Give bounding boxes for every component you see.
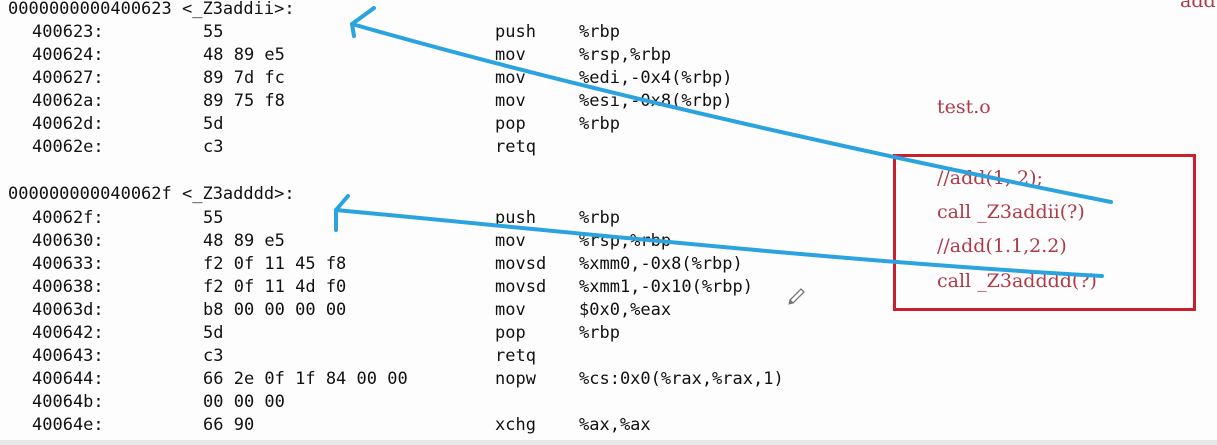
disasm-row: 40064e: 66 90 xchg %ax,%ax: [0, 414, 651, 437]
row-bytes: 89 75 f8: [203, 91, 285, 111]
row-bytes: 48 89 e5: [203, 45, 285, 65]
row-address: 40064e:: [32, 415, 104, 435]
row-mnemonic: push: [495, 22, 536, 42]
disasm-row: 40062e: c3 retq: [0, 136, 536, 159]
annotation-call-line: call _Z3adddd(?): [937, 270, 1097, 292]
row-operands: %rsp,%rbp: [579, 231, 672, 251]
disasm-row: 400624: 48 89 e5 mov %rsp,%rbp: [0, 44, 671, 67]
row-bytes: f2 0f 11 45 f8: [203, 254, 347, 274]
row-address: 400623:: [32, 22, 104, 42]
row-operands: %rbp: [579, 114, 620, 134]
row-bytes: c3: [203, 346, 224, 366]
disasm-row: 400630: 48 89 e5 mov %rsp,%rbp: [0, 230, 671, 253]
row-bytes: 66 90: [203, 415, 255, 435]
disasm-row: 400633: f2 0f 11 45 f8 movsd %xmm0,-0x8(…: [0, 253, 743, 276]
row-mnemonic: movsd: [495, 254, 547, 274]
object-file-label: test.o: [937, 96, 991, 118]
row-mnemonic: mov: [495, 68, 526, 88]
row-mnemonic: pop: [495, 323, 526, 343]
row-mnemonic: mov: [495, 45, 526, 65]
annotation-comment-line: //add(1.1,2.2): [937, 235, 1067, 257]
row-mnemonic: movsd: [495, 277, 547, 297]
row-bytes: f2 0f 11 4d f0: [203, 277, 347, 297]
row-operands: $0x0,%eax: [579, 300, 672, 320]
row-address: 400643:: [32, 346, 104, 366]
row-bytes: b8 00 00 00 00: [203, 300, 347, 320]
disasm-row: 40062a: 89 75 f8 mov %esi,-0x8(%rbp): [0, 90, 733, 113]
annotation-call-line: call _Z3addii(?): [937, 201, 1085, 223]
annotation-comment-line: //add(1, 2);: [937, 167, 1043, 189]
row-mnemonic: xchg: [495, 415, 536, 435]
row-bytes: 00 00 00: [203, 392, 285, 412]
row-address: 40062a:: [32, 91, 104, 111]
bottom-scroll-strip: [0, 440, 1217, 445]
row-bytes: 48 89 e5: [203, 231, 285, 251]
row-operands: %xmm1,-0x10(%rbp): [579, 277, 753, 297]
arrow-head-addii: [350, 6, 376, 38]
row-address: 400624:: [32, 45, 104, 65]
corner-annotation: add: [1180, 0, 1216, 12]
row-mnemonic: mov: [495, 231, 526, 251]
disasm-row: 400638: f2 0f 11 4d f0 movsd %xmm1,-0x10…: [0, 276, 753, 299]
row-bytes: 89 7d fc: [203, 68, 285, 88]
row-bytes: 5d: [203, 114, 224, 134]
disasm-row: 400643: c3 retq: [0, 345, 536, 368]
row-address: 400638:: [32, 277, 104, 297]
arrow-head-adddd: [334, 194, 350, 232]
row-address: 40062d:: [32, 114, 104, 134]
disasm-row: 40062d: 5d pop %rbp: [0, 113, 620, 136]
row-bytes: 66 2e 0f 1f 84 00 00: [203, 369, 408, 389]
row-bytes: c3: [203, 137, 224, 157]
disasm-row: 400642: 5d pop %rbp: [0, 322, 620, 345]
row-address: 40062e:: [32, 137, 104, 157]
row-address: 400630:: [32, 231, 104, 251]
row-operands: %esi,-0x8(%rbp): [579, 91, 733, 111]
row-operands: %rbp: [579, 22, 620, 42]
row-mnemonic: retq: [495, 346, 536, 366]
row-bytes: 55: [203, 22, 224, 42]
row-mnemonic: mov: [495, 91, 526, 111]
disasm-row: 400644: 66 2e 0f 1f 84 00 00 nopw %cs:0x…: [0, 368, 784, 391]
row-operands: %xmm0,-0x8(%rbp): [579, 254, 743, 274]
pencil-cursor-icon: [788, 288, 805, 305]
row-bytes: 5d: [203, 323, 224, 343]
row-operands: %rbp: [579, 323, 620, 343]
row-address: 400633:: [32, 254, 104, 274]
row-mnemonic: pop: [495, 114, 526, 134]
row-operands: %ax,%ax: [579, 415, 651, 435]
row-address: 400642:: [32, 323, 104, 343]
row-address: 400627:: [32, 68, 104, 88]
row-mnemonic: retq: [495, 137, 536, 157]
row-bytes: 55: [203, 208, 224, 228]
row-operands: %rbp: [579, 208, 620, 228]
function-header-adddd: 000000000040062f <_Z3adddd>:: [8, 184, 295, 204]
disasm-row: 400627: 89 7d fc mov %edi,-0x4(%rbp): [0, 67, 733, 90]
row-mnemonic: nopw: [495, 369, 536, 389]
row-address: 40062f:: [32, 208, 104, 228]
disasm-row: 40063d: b8 00 00 00 00 mov $0x0,%eax: [0, 299, 671, 322]
row-address: 400644:: [32, 369, 104, 389]
row-operands: %cs:0x0(%rax,%rax,1): [579, 369, 784, 389]
disasm-row: 40062f: 55 push %rbp: [0, 207, 620, 230]
row-operands: %edi,-0x4(%rbp): [579, 68, 733, 88]
row-mnemonic: push: [495, 208, 536, 228]
row-mnemonic: mov: [495, 300, 526, 320]
disasm-row: 40064b: 00 00 00: [0, 391, 285, 414]
disasm-row: 400623: 55 push %rbp: [0, 21, 620, 44]
row-address: 40063d:: [32, 300, 104, 320]
function-header-addii: 0000000000400623 <_Z3addii>:: [8, 0, 295, 19]
row-operands: %rsp,%rbp: [579, 45, 672, 65]
row-address: 40064b:: [32, 392, 104, 412]
